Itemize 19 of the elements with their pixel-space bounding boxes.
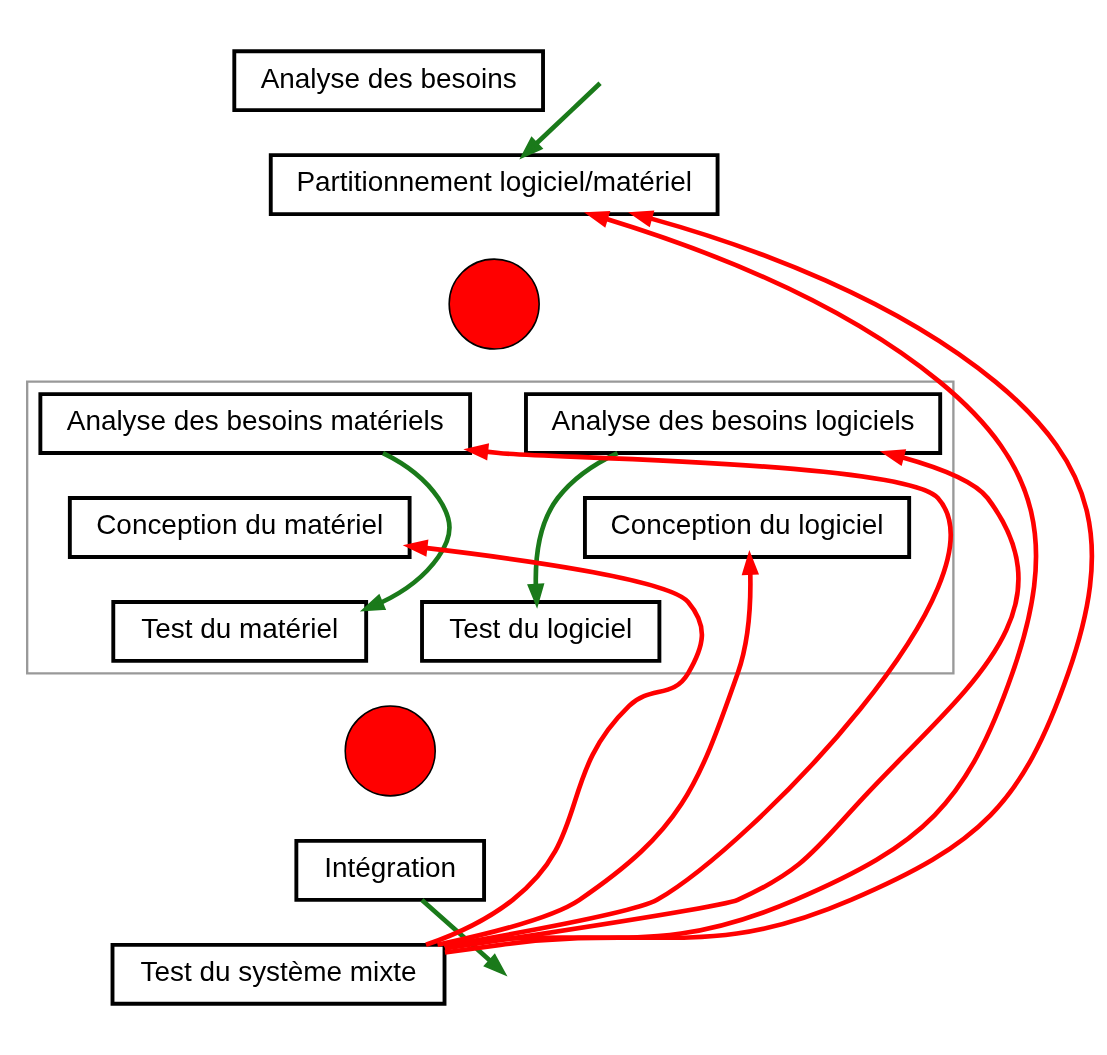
node-box: Analyse des besoins logiciels [524,392,943,455]
node-box: Intégration [294,838,486,902]
node-box: Test du matériel [111,600,369,663]
arrow [402,539,705,947]
node-box: Test du logiciel [420,600,662,663]
node-box: Analyse des besoins matériels [38,392,473,455]
arrow [359,450,452,612]
node-box: Test du système mixte [110,942,447,1006]
node-box: Conception du matériel [67,496,412,559]
arrow [519,81,602,160]
node-box: Partitionnement logiciel/matériel [268,153,720,217]
arrow [527,450,619,609]
arrow [420,898,508,977]
node-box: Analyse des besoins [232,49,545,113]
cluster [26,380,955,675]
arrow [437,550,760,948]
node-circle [344,705,436,797]
node-box: Conception du logiciel [582,496,912,559]
node-circle [448,258,540,350]
